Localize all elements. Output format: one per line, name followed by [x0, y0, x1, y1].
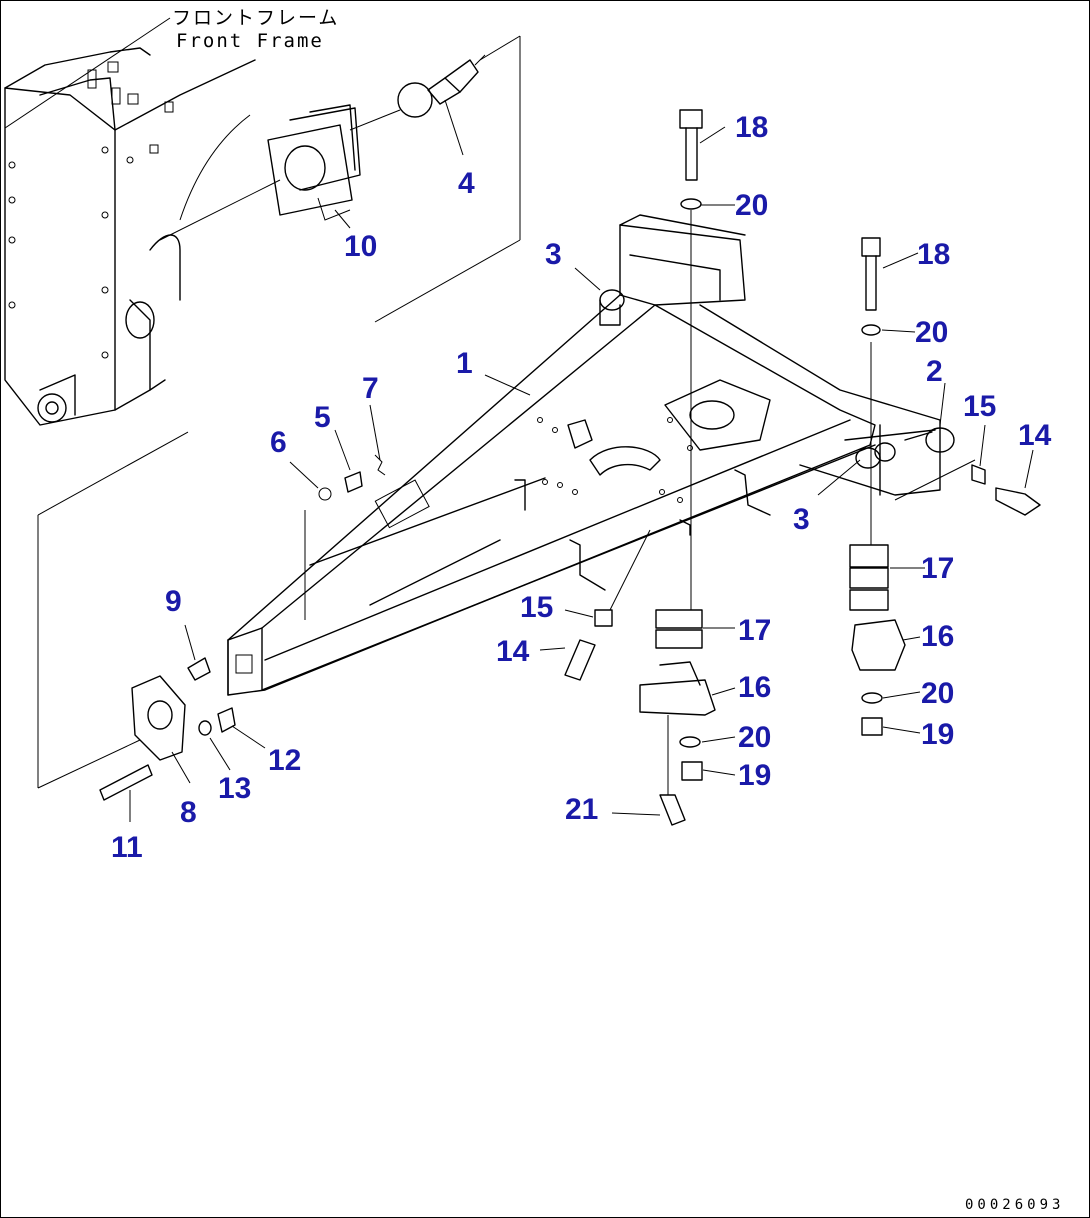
- drawing-code: 00026093: [965, 1197, 1064, 1213]
- part-1-tow-frame-drawing: [227, 214, 941, 696]
- callout-6: 6: [270, 426, 287, 459]
- callout-20-top-right: 20: [915, 316, 948, 349]
- right-mount-stack-drawing: [849, 237, 1041, 736]
- callout-17-center: 17: [738, 614, 771, 647]
- front-frame-drawing: [4, 35, 521, 426]
- callout-20-top-center: 20: [735, 189, 768, 222]
- callout-19-center: 19: [738, 759, 771, 792]
- callout-3-top: 3: [545, 238, 562, 271]
- callout-4: 4: [458, 167, 475, 200]
- callout-18-center: 18: [735, 111, 768, 144]
- callout-20-bottom-center: 20: [738, 721, 771, 754]
- callout-19-right: 19: [921, 718, 954, 751]
- callout-13: 13: [218, 772, 251, 805]
- callout-9: 9: [165, 585, 182, 618]
- part-10-drawing: [159, 104, 401, 241]
- callout-18-right: 18: [917, 238, 950, 271]
- callout-1: 1: [456, 347, 473, 380]
- left-parts-drawing: [37, 431, 386, 801]
- callout-10: 10: [344, 230, 377, 263]
- callout-16-right: 16: [921, 620, 954, 653]
- callout-15-right: 15: [963, 390, 996, 423]
- callout-17-right: 17: [921, 552, 954, 585]
- callout-21: 21: [565, 793, 598, 826]
- callout-8: 8: [180, 796, 197, 829]
- callout-20-bottom-right: 20: [921, 677, 954, 710]
- front-frame-label-japanese: フロントフレーム: [172, 7, 339, 29]
- callout-11: 11: [111, 831, 143, 864]
- callout-14-left: 14: [496, 635, 530, 668]
- part-2-drawing: [904, 427, 955, 453]
- callout-3-right: 3: [793, 503, 810, 536]
- leader-lines: [129, 99, 1034, 822]
- callout-2: 2: [926, 355, 943, 388]
- callout-16-center: 16: [738, 671, 771, 704]
- callout-14-right: 14: [1018, 419, 1052, 452]
- callout-7: 7: [362, 372, 379, 405]
- callout-12: 12: [268, 744, 301, 777]
- front-frame-label-english: Front Frame: [176, 30, 324, 52]
- part-4-drawing: [397, 54, 486, 118]
- callout-5: 5: [314, 401, 331, 434]
- callout-15-left: 15: [520, 591, 553, 624]
- part-3-pin-drawing: [599, 289, 896, 469]
- center-mount-stack-drawing: [564, 109, 716, 826]
- callout-labels: 1 2 3 3 4 5 6 7 8 9 10 11 12 13 14 14 15…: [111, 111, 1052, 864]
